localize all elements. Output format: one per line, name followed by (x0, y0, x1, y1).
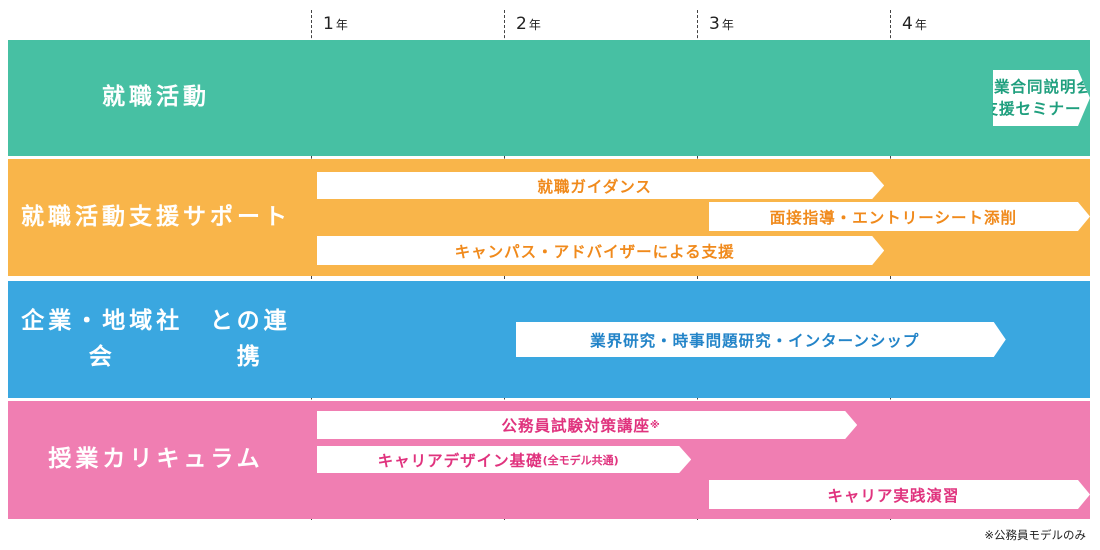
arrow-text: 面接指導・エントリーシート添削 (769, 208, 1017, 227)
timeline-arrow: 公務員試験対策講座※ (317, 411, 857, 439)
year-number: 3 (709, 14, 720, 34)
arrow-text: キャリア実践演習 (827, 486, 960, 505)
band-label: 就職活動支援サポート (8, 159, 304, 276)
year-number: 1 (323, 14, 334, 34)
arrow-text-line: 就職支援セミナー ほか (949, 100, 1100, 118)
footnote: ※公務員モデルのみ (984, 528, 1086, 542)
arrow-text: 業界研究・時事問題研究・インターンシップ (590, 331, 920, 350)
band-label: 就職活動 (8, 40, 304, 156)
band-label-line: 授業カリキュラム (48, 446, 264, 473)
timeline-band-2: 就職活動支援サポート 就職ガイダンス面接指導・エントリーシート添削キャンパス・アド… (8, 159, 1090, 276)
arrow-text: キャリアデザイン基礎 (377, 451, 543, 470)
band-label-line: 就職活動支援 (21, 203, 183, 230)
band-label-line: 企業・地域社会 (21, 307, 184, 370)
year-unit: 年 (335, 18, 348, 32)
year-unit: 年 (721, 18, 734, 32)
timeline-arrow: キャリアデザイン基礎(全モデル共通) (317, 446, 691, 473)
timeline-arrow: キャリア実践演習 (709, 480, 1090, 509)
arrow-text: 公務員試験対策講座 (501, 417, 650, 435)
arrow-text: キャンパス・アドバイザーによる支援 (454, 242, 735, 261)
year-number: 4 (902, 14, 913, 34)
band-label-line: サポート (183, 203, 291, 230)
band-label: 企業・地域社会との連携 (8, 281, 304, 398)
band-label-line: との連携 (209, 307, 291, 370)
band-label-line: 就職活動 (102, 84, 210, 111)
arrow-text-line: 企業合同説明会 (977, 77, 1094, 96)
band-label: 授業カリキュラム (8, 401, 304, 519)
timeline-arrow: 面接指導・エントリーシート添削 (709, 202, 1090, 231)
arrow-note: (全モデル共通) (542, 453, 619, 467)
timeline-band-3: 企業・地域社会との連携 業界研究・時事問題研究・インターンシップ (8, 281, 1090, 398)
arrow-text: 就職ガイダンス (537, 177, 652, 196)
timeline-band-4: 授業カリキュラム公務員試験対策講座※キャリアデザイン基礎(全モデル共通)キャリア… (8, 401, 1090, 519)
year-number: 2 (516, 14, 527, 34)
arrow-footnote-mark: ※ (649, 419, 661, 431)
timeline-arrow: 業界研究・時事問題研究・インターンシップ (516, 322, 1006, 357)
year-unit: 年 (528, 18, 541, 32)
timeline-arrow: キャンパス・アドバイザーによる支援 (317, 236, 884, 265)
timeline-arrow: 就職ガイダンス (317, 172, 884, 199)
year-unit: 年 (914, 18, 927, 32)
